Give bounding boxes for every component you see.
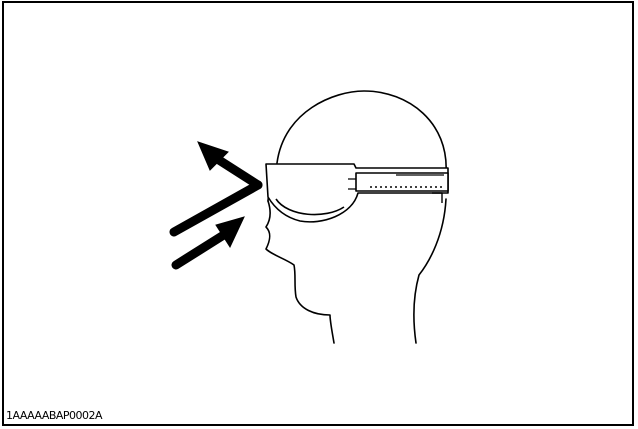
goggles-illustration xyxy=(4,3,636,428)
safety-goggles-icon xyxy=(266,164,448,222)
figure-code: 1AAAAABAP0002A xyxy=(6,410,102,422)
debris-arrows-icon xyxy=(174,142,258,265)
